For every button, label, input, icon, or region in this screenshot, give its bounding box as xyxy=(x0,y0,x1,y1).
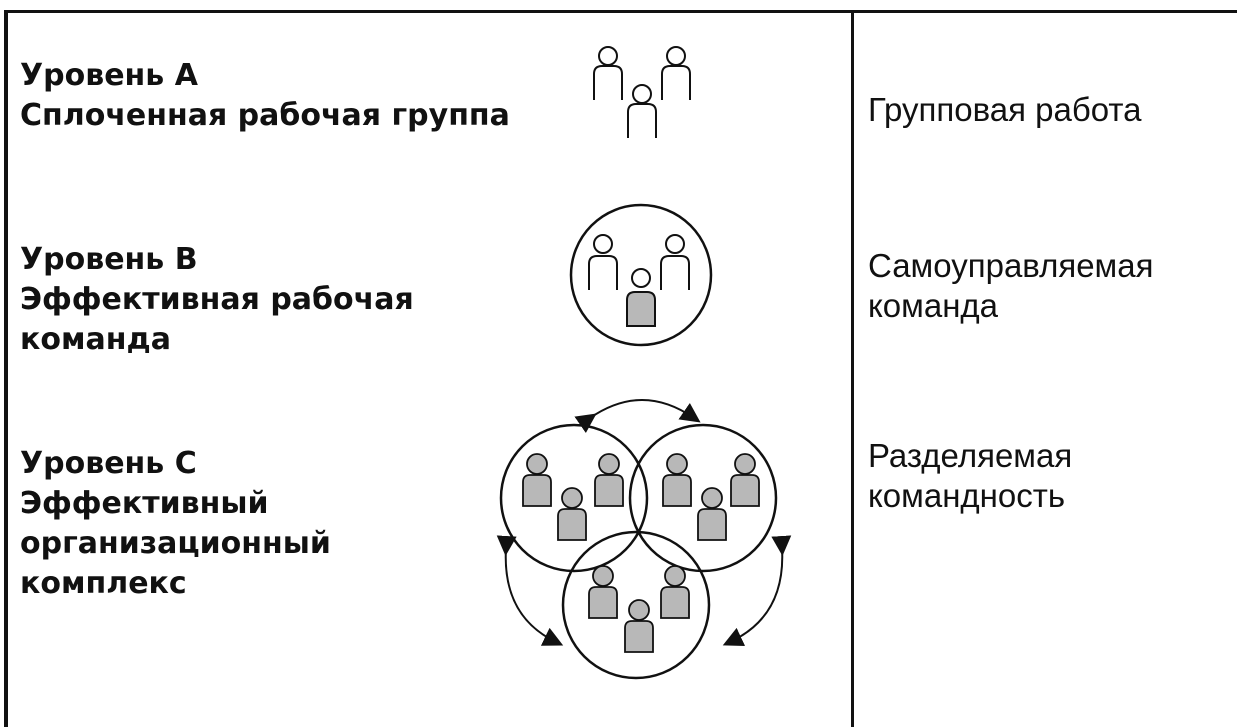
three-people-outline-icon xyxy=(593,46,691,139)
level-c-line-1: Эффективный xyxy=(20,486,269,521)
level-b-line-1: Эффективная рабочая xyxy=(20,282,414,317)
level-b-line-2: команда xyxy=(20,322,171,357)
team-type-a: Групповая работа xyxy=(868,90,1141,130)
level-a-title: Уровень А xyxy=(20,58,198,93)
level-c-line-2: организационный xyxy=(20,526,331,561)
team-type-b-line-2: команда xyxy=(868,287,999,324)
level-b-description: Уровень В Эффективная рабочая команда xyxy=(20,240,414,360)
team-type-a-line-1: Групповая работа xyxy=(868,91,1142,128)
team-type-b-line-1: Самоуправляемая xyxy=(868,247,1154,284)
level-a-description: Уровень А Сплоченная рабочая группа xyxy=(20,56,510,136)
level-c-title: Уровень С xyxy=(20,446,197,481)
level-a-line-1: Сплоченная рабочая группа xyxy=(20,98,510,133)
level-b-title: Уровень В xyxy=(20,242,198,277)
column-divider xyxy=(851,10,854,727)
interlinked-teams-icon xyxy=(496,399,792,680)
team-type-c: Разделяемая командность xyxy=(868,436,1072,516)
team-type-c-line-1: Разделяемая xyxy=(868,437,1073,474)
team-type-b: Самоуправляемая команда xyxy=(868,246,1153,326)
level-c-line-3: комплекс xyxy=(20,566,187,601)
circled-team-icon xyxy=(569,203,713,347)
level-c-description: Уровень С Эффективный организационный ко… xyxy=(20,444,331,604)
diagram-frame xyxy=(4,10,1237,727)
team-type-c-line-2: командность xyxy=(868,477,1066,514)
